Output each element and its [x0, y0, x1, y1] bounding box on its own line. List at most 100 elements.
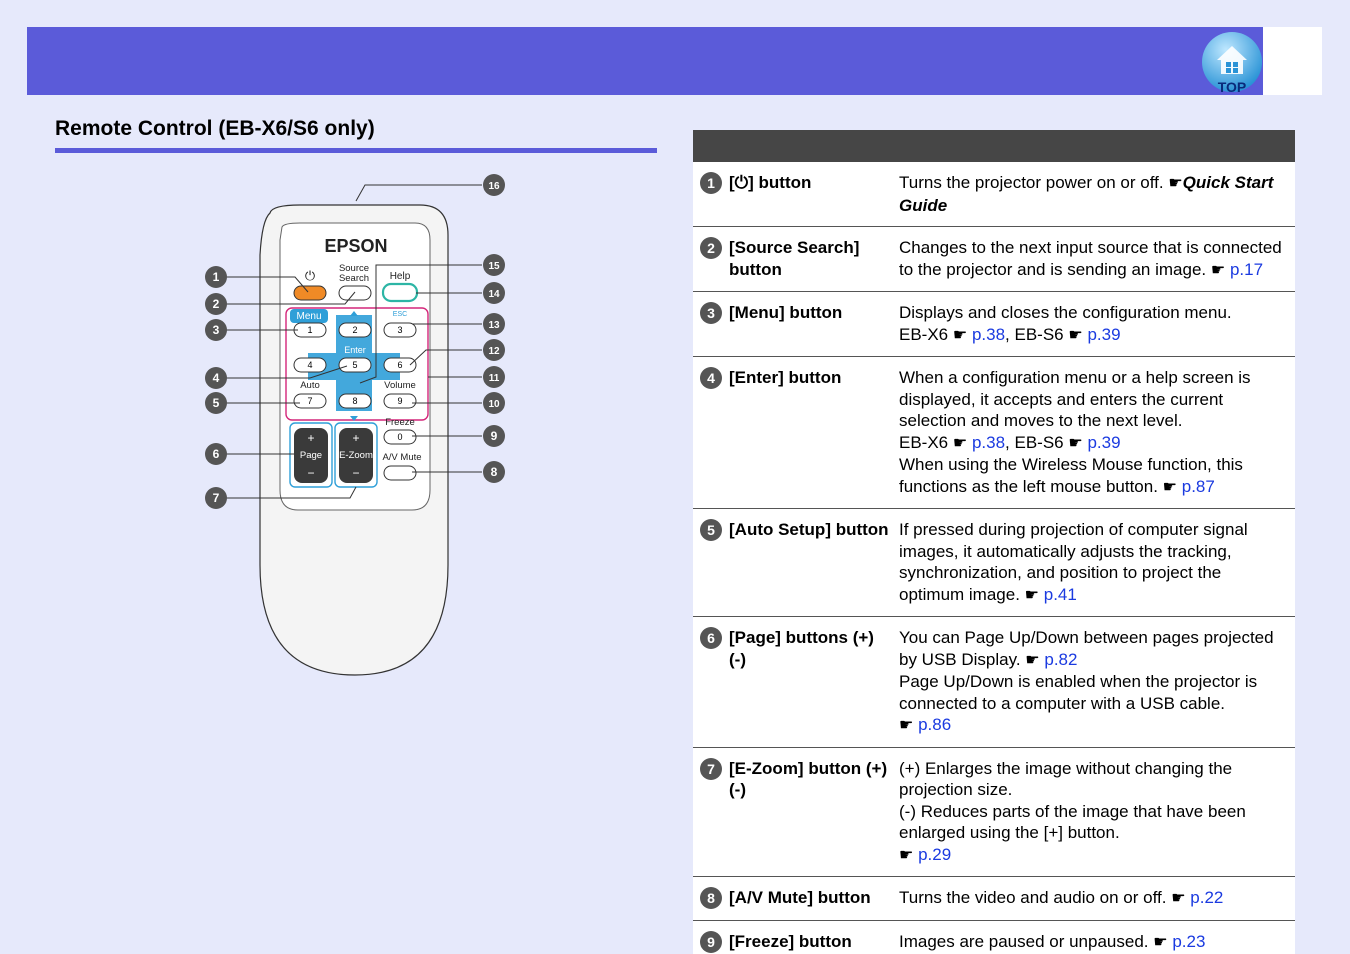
page-link[interactable]: p.82	[1044, 649, 1078, 669]
model-label: , EB-S6	[1005, 324, 1064, 344]
table-row: 1 [⏻] button Turns the projector power o…	[693, 162, 1295, 227]
ezoom-plus-label: +	[352, 431, 359, 445]
esc-label: ESC	[393, 311, 407, 318]
key-5: 5	[352, 360, 357, 370]
av-mute-button	[383, 465, 417, 481]
row-number-badge: 3	[700, 302, 722, 324]
key-4: 4	[307, 360, 312, 370]
table-row: 6 [Page] buttons (+) (-) You can Page Up…	[693, 616, 1295, 748]
ezoom-minus-label: −	[352, 466, 359, 480]
page-link[interactable]: p.38	[971, 324, 1006, 344]
callout-6: 6	[213, 447, 220, 461]
page-link[interactable]: p.39	[1087, 432, 1121, 452]
callout-8: 8	[491, 465, 498, 479]
page-link[interactable]: p.23	[1172, 931, 1206, 951]
key-2: 2	[352, 325, 357, 335]
table-row: 7 [E-Zoom] button (+) (-) (+) Enlarges t…	[693, 747, 1295, 877]
row-number-badge: 4	[700, 367, 722, 389]
pointing-hand-icon: ☛	[1210, 261, 1226, 279]
page-link[interactable]: p.22	[1190, 888, 1224, 907]
page-frame	[289, 422, 333, 488]
help-button	[381, 282, 419, 303]
row-number-badge: 1	[700, 172, 722, 194]
pointing-hand-icon: ☛	[1068, 434, 1083, 452]
row-name: [Page] buttons (+) (-)	[729, 616, 899, 748]
callout-9: 9	[491, 429, 498, 443]
remote-control-illustration: EPSON ⏻ Source Search Help Menu ESC Ente…	[205, 174, 505, 676]
pointing-hand-icon: ☛	[952, 434, 968, 452]
callout-15: 15	[488, 261, 500, 272]
freeze-label: Freeze	[385, 417, 415, 428]
page-label: Page	[300, 450, 322, 461]
page-link[interactable]: p.87	[1181, 476, 1215, 496]
help-label: Help	[390, 271, 411, 282]
page-link[interactable]: p.86	[918, 715, 952, 734]
row-description: Images are paused or unpaused.	[899, 931, 1149, 951]
page-link[interactable]: p.38	[971, 432, 1006, 452]
row-name: [Menu] button	[729, 291, 899, 357]
power-symbol-label: ⏻	[305, 268, 315, 283]
row-name: [E-Zoom] button (+) (-)	[729, 747, 899, 877]
row-description-2: (-) Reduces parts of the image that have…	[899, 801, 1246, 843]
model-label: , EB-S6	[1005, 432, 1064, 452]
function-key-frame	[285, 307, 429, 421]
key-7: 7	[307, 396, 312, 406]
table-header-row	[693, 130, 1295, 162]
pointing-hand-icon: ☛	[1153, 933, 1168, 951]
pointing-hand-icon: ☛	[1068, 326, 1083, 344]
row-description: Changes to the next input source that is…	[899, 238, 1282, 279]
row-description: Turns the projector power on or off.	[899, 173, 1164, 192]
pointing-hand-icon: ☛	[899, 717, 914, 734]
key-6: 6	[397, 360, 402, 370]
page-link[interactable]: p.17	[1229, 259, 1264, 279]
ezoom-label: E-Zoom	[339, 450, 373, 461]
row-description: When a configuration menu or a help scre…	[899, 368, 1251, 430]
page-link[interactable]: p.39	[1087, 324, 1121, 344]
power-icon: ⏻	[734, 173, 749, 192]
page-plus-label: +	[307, 431, 314, 445]
top-button[interactable]: TOP	[1200, 30, 1264, 94]
header-bar	[27, 27, 1263, 95]
row-description: If pressed during projection of computer…	[899, 520, 1248, 604]
callout-7: 7	[213, 491, 220, 505]
ezoom-rocker	[339, 428, 373, 483]
callout-14: 14	[488, 289, 500, 300]
table-row: 3 [Menu] button Displays and closes the …	[693, 291, 1295, 357]
quick-start-guide-ref: Quick Start Guide	[899, 173, 1274, 215]
source-search-label-2: Search	[339, 273, 369, 284]
callout-16: 16	[488, 181, 500, 192]
source-search-label-1: Source	[339, 263, 369, 274]
callout-11: 11	[489, 373, 500, 384]
top-label: TOP	[1218, 79, 1247, 94]
button-description-table: 1 [⏻] button Turns the projector power o…	[693, 130, 1295, 954]
pointing-hand-icon: ☛	[1025, 651, 1040, 669]
row-number-badge: 7	[700, 757, 722, 780]
row-description: (+) Enlarges the image without changing …	[899, 758, 1233, 800]
pointing-hand-icon: ☛	[1162, 478, 1178, 496]
page-link[interactable]: p.29	[918, 844, 952, 864]
callout-13: 13	[488, 320, 500, 331]
table-row: 9 [Freeze] button Images are paused or u…	[693, 920, 1295, 954]
table-row: 4 [Enter] button When a configuration me…	[693, 356, 1295, 509]
row-number-badge: 2	[700, 237, 722, 259]
pointing-hand-icon: ☛	[1024, 586, 1040, 604]
row-name: [Enter] button	[729, 356, 899, 509]
row-description: You can Page Up/Down between pages proje…	[899, 628, 1274, 669]
callout-4: 4	[213, 371, 220, 385]
key-3: 3	[397, 325, 402, 335]
table-row: 5 [Auto Setup] button If pressed during …	[693, 508, 1295, 617]
row-name: [	[729, 173, 735, 192]
menu-label: Menu	[296, 311, 321, 322]
title-rule	[55, 148, 657, 153]
row-number-badge: 6	[700, 627, 722, 649]
power-button	[293, 285, 327, 301]
page-link[interactable]: p.41	[1043, 584, 1077, 604]
remote-brand: EPSON	[324, 236, 387, 256]
page-rocker	[294, 428, 328, 483]
key-9: 9	[397, 396, 402, 406]
row-name-suffix: ] button	[748, 173, 812, 192]
row-number-badge: 9	[700, 930, 722, 953]
model-label: EB-X6	[899, 324, 949, 344]
callout-3: 3	[213, 323, 220, 337]
callout-12: 12	[488, 346, 500, 357]
